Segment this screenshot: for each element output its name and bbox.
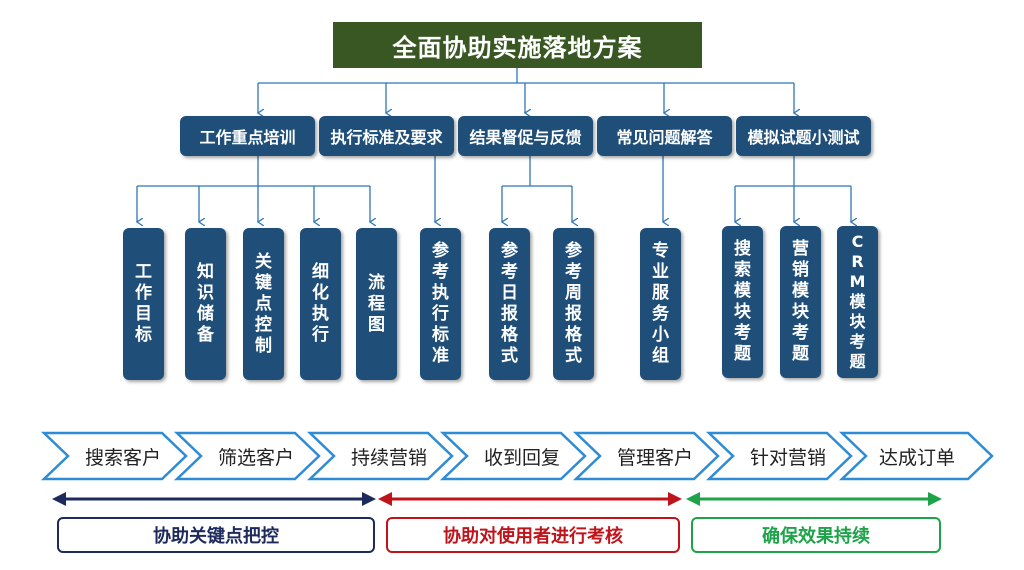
step-targeted-marketing: 针对营销 <box>749 446 826 469</box>
leaf-key-control: 关键点控制 <box>243 228 284 380</box>
phase-key-point-control: 协助关键点把控 <box>57 517 375 553</box>
step-receive-reply: 收到回复 <box>483 446 560 469</box>
leaf-knowledge: 知识储备 <box>185 228 226 380</box>
step-close-order: 达成订单 <box>878 446 955 469</box>
leaf-search-quiz: 搜索模块考题 <box>722 226 763 378</box>
leaf-detailed-execution: 细化执行 <box>300 228 341 380</box>
leaf-work-goal: 工作目标 <box>123 228 164 380</box>
step-filter-customer: 筛选客户 <box>217 446 294 469</box>
leaf-marketing-quiz: 营销模块考题 <box>780 226 821 378</box>
category-faq: 常见问题解答 <box>597 116 732 156</box>
category-result-feedback: 结果督促与反馈 <box>458 116 593 156</box>
phase-user-assessment: 协助对使用者进行考核 <box>386 517 680 553</box>
category-work-training: 工作重点培训 <box>180 116 315 156</box>
step-manage-customer: 管理客户 <box>616 446 693 469</box>
category-mock-test: 模拟试题小测试 <box>736 116 871 156</box>
step-search-customer: 搜索客户 <box>84 446 161 469</box>
phase-arrows <box>52 492 942 506</box>
leaf-reference-standard: 参考执行标准 <box>420 228 461 380</box>
step-ongoing-marketing: 持续营销 <box>350 446 427 469</box>
page-title: 全面协助实施落地方案 <box>333 22 702 68</box>
category-execution-standards: 执行标准及要求 <box>319 116 454 156</box>
leaf-weekly-report: 参考周报格式 <box>553 228 594 380</box>
leaf-daily-report: 参考日报格式 <box>489 228 530 380</box>
leaf-service-group: 专业服务小组 <box>640 228 681 380</box>
leaf-flowchart: 流程图 <box>356 228 397 380</box>
leaf-crm-quiz: CRM模块考题 <box>837 226 878 378</box>
phase-ensure-effect: 确保效果持续 <box>691 517 941 553</box>
process-chevrons <box>40 431 994 481</box>
